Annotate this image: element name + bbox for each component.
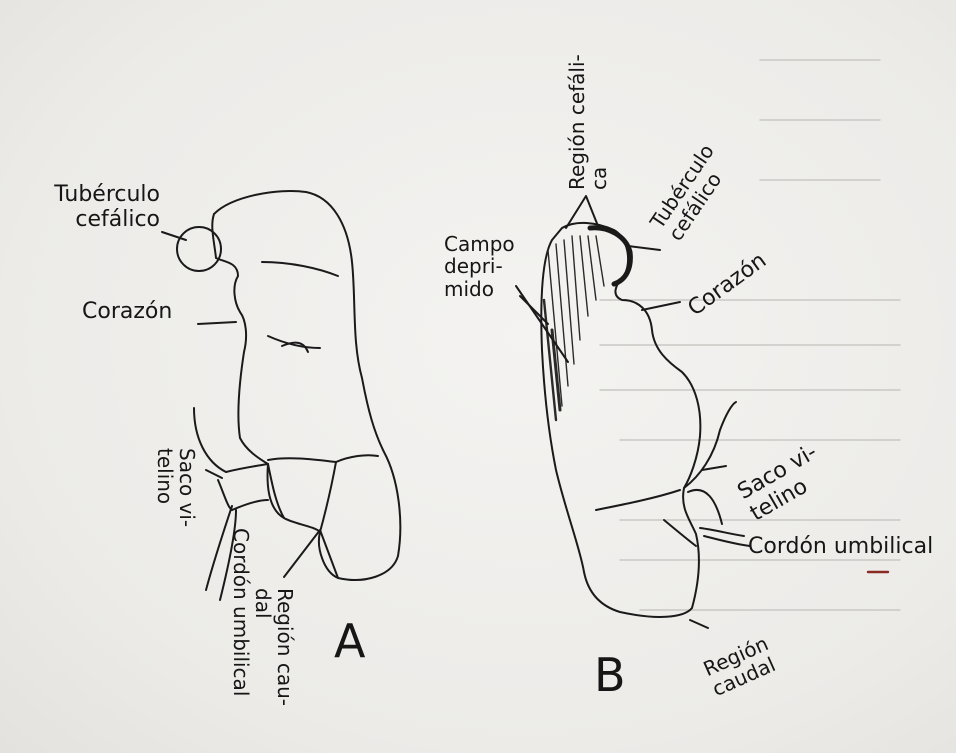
label-a-saco-vitelino: Saco vi- telino xyxy=(153,448,198,527)
label-b-region-cefalica: Región cefáli- ca xyxy=(566,54,611,190)
label-b-campo-deprimido: Campo depri- mido xyxy=(444,233,515,300)
embryo-a-body xyxy=(212,191,400,580)
background-bleed xyxy=(600,60,900,610)
figure-b-letter: B xyxy=(594,652,626,698)
label-a-region-caudal: Región cau- dal xyxy=(251,588,296,706)
label-a-tuberculo-cefalico: Tubérculo cefálico xyxy=(10,183,160,232)
label-a-corazon: Corazón xyxy=(82,300,172,325)
figure-a-letter: A xyxy=(334,618,365,664)
embryo-b-depression-shading xyxy=(544,236,604,420)
label-b-cordon-umbilical: Cordón umbilical xyxy=(748,535,933,560)
embryo-b xyxy=(516,196,888,628)
embryo-a xyxy=(162,191,400,600)
label-a-cordon-umbilical: Cordón umbilical xyxy=(230,528,252,696)
